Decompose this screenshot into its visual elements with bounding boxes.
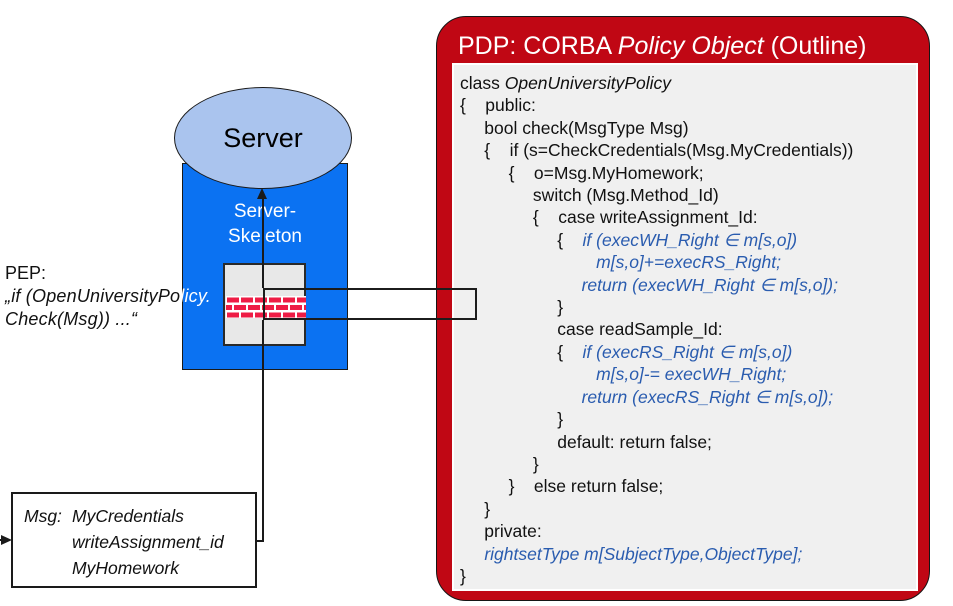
arrow-line-to-server (262, 197, 264, 288)
line-to-msg-box (262, 320, 264, 541)
msg-item: writeAssignment_id (72, 532, 224, 552)
arrowhead-up-icon (257, 188, 267, 199)
code-line: } (460, 409, 564, 430)
code-line: class OpenUniversityPolicy (460, 73, 672, 93)
pdp-code-panel: class OpenUniversityPolicy{ public: bool… (452, 63, 918, 591)
line-to-msg-box-jog (256, 540, 264, 542)
pdp-code: class OpenUniversityPolicy{ public: bool… (454, 65, 916, 587)
code-line: } (460, 297, 564, 318)
msg-box: Msg: MyCredentials writeAssignment_id My… (11, 492, 257, 588)
pdp-title-suffix: (Outline) (763, 32, 867, 60)
code-line: return (execWH_Right ∈ m[s,o]); (581, 274, 838, 295)
server-ellipse: Server (174, 87, 352, 189)
msg-item: MyCredentials (72, 506, 184, 526)
code-line: private: (460, 521, 542, 542)
server-skeleton-label: Server- Skeleton (182, 199, 348, 249)
code-line: switch (Msg.Method_Id) (460, 185, 719, 206)
pdp-panel: PDP: CORBA Policy Object (Outline) class… (436, 16, 930, 601)
code-line: return (execRS_Right ∈ m[s,o]); (581, 386, 834, 407)
server-label: Server (223, 122, 303, 153)
msg-items: MyCredentials writeAssignment_id MyHomew… (72, 503, 224, 586)
code-line: } else return false; (460, 476, 664, 497)
code-line: m[s,o]+=execRS_Right; (596, 252, 781, 273)
code-line: } (460, 453, 539, 474)
code-line: { o=Msg.MyHomework; (460, 162, 704, 183)
code-line: default: return false; (460, 431, 712, 452)
code-line: m[s,o]-= execWH_Right; (596, 364, 787, 385)
code-line: case readSample_Id: (460, 319, 723, 340)
code-line: { if (execRS_Right ∈ m[s,o]) (460, 341, 793, 362)
code-line: } (460, 565, 466, 586)
arrowhead-right-icon (1, 534, 12, 545)
firewall-bricks-icon (226, 296, 306, 318)
pep-quote-line2: Check(Msg)) ...“ (5, 309, 138, 329)
msg-item: MyHomework (72, 558, 179, 578)
pdp-title-italic: Policy Object (617, 32, 764, 60)
pdp-title-prefix: PDP: CORBA (458, 32, 618, 60)
code-line: { if (s=CheckCredentials(Msg.MyCredentia… (460, 140, 854, 161)
code-line: bool check(MsgType Msg) (460, 117, 689, 138)
pep-label: PEP: (5, 263, 47, 283)
code-line: rightsetType m[SubjectType,ObjectType]; (484, 543, 803, 564)
code-line: { case writeAssignment_Id: (460, 207, 758, 228)
pep-quote-line1-black: „if (OpenUniversityPo (5, 286, 181, 306)
code-line: { public: (460, 95, 536, 116)
code-line: } (460, 498, 491, 519)
msg-prefix: Msg: (24, 506, 62, 526)
pdp-title: PDP: CORBA Policy Object (Outline) (458, 32, 866, 61)
pep-quote-line1-white: licy. (180, 286, 211, 306)
code-line: { if (execWH_Right ∈ m[s,o]) (460, 229, 798, 250)
pep-quote-line1: „if (OpenUniversityPolicy. (5, 285, 211, 308)
interceptor-rect (263, 288, 477, 320)
server-skeleton-label-line2: Skeleton (228, 226, 302, 247)
pep-annotation: PEP: „if (OpenUniversityPolicy. Check(Ms… (5, 262, 211, 331)
server-skeleton-label-line1: Server- (233, 201, 297, 222)
